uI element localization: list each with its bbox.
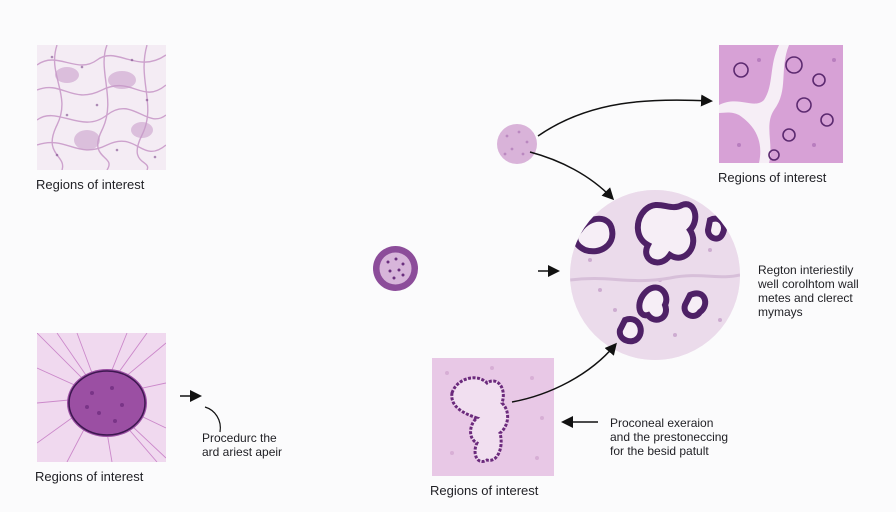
tissue-tile-bottom-center xyxy=(432,358,554,476)
roi-label-bottom-left: Regions of interest xyxy=(35,469,144,484)
sample-circle-middle xyxy=(373,246,418,291)
roi-label-top-right: Regions of interest xyxy=(718,170,827,185)
tissue-texture-top-left xyxy=(37,45,166,170)
tissue-texture-top-right xyxy=(719,45,843,163)
roi-label-top-left: Regions of interest xyxy=(36,177,145,192)
arrow-circle-to-top-right xyxy=(537,94,713,137)
curve-left-procedure xyxy=(204,406,221,433)
note-right-region: Regton interiestily well corolhtom wall … xyxy=(758,263,859,319)
arrow-circle-to-magnified xyxy=(529,151,615,201)
tissue-texture-bottom-left xyxy=(37,333,166,462)
note-left-line-2: ard ariest apeir xyxy=(202,445,283,459)
note-bottom-line-1: Proconeal exeraion xyxy=(610,416,714,430)
note-right-line-3: metes and clerect xyxy=(758,291,853,305)
sample-texture-small-top xyxy=(503,130,529,156)
note-bottom-line-3: for the besid patult xyxy=(610,444,709,458)
tissue-tile-bottom-left xyxy=(37,333,166,462)
note-left-line-1: Procedurc the xyxy=(202,431,277,445)
roi-label-bottom-center: Regions of interest xyxy=(430,483,539,498)
note-right-line-1: Regton interiestily xyxy=(758,263,854,277)
magnified-tissue-circle xyxy=(570,190,740,360)
tissue-tile-top-left xyxy=(37,45,166,170)
tissue-texture-bottom-center xyxy=(432,358,554,476)
sample-circle-small-top xyxy=(497,124,537,164)
note-right-line-2: well corolhtom wall xyxy=(758,277,859,291)
tissue-tile-top-right xyxy=(719,45,843,163)
note-bottom-process: Proconeal exeraion and the prestoneccing… xyxy=(610,416,728,458)
note-right-line-4: mymays xyxy=(758,305,803,319)
magnified-tissue-texture xyxy=(570,190,740,360)
sample-texture-middle xyxy=(379,252,412,285)
note-left-procedure: Procedurc the ard ariest apeir xyxy=(202,431,282,459)
note-bottom-line-2: and the prestoneccing xyxy=(610,430,729,444)
